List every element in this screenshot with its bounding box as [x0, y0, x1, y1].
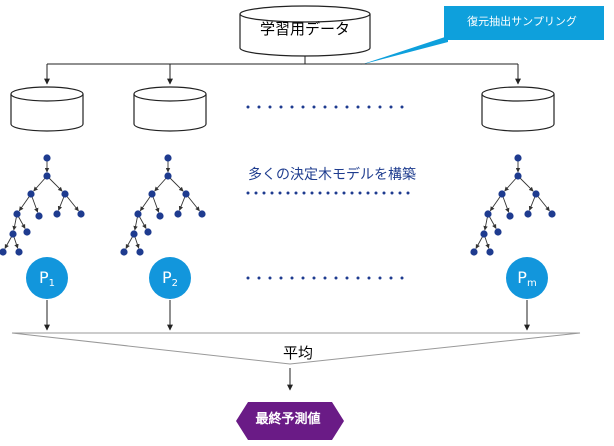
prediction-circle-1 [26, 257, 68, 299]
bootstrap-sample-2 [133, 86, 207, 132]
build-models-label: 多くの決定木モデルを構築 [248, 167, 416, 183]
decision-tree-2 [120, 154, 206, 256]
sampling-callout [360, 6, 604, 65]
average-funnel [11, 332, 581, 391]
prediction-circle-2 [149, 257, 191, 299]
prediction-arrows [44, 300, 530, 331]
branch-connectors [44, 56, 521, 85]
dots-row-predictions [246, 276, 404, 280]
sampling-callout-label: 復元抽出サンプリング [467, 15, 577, 28]
prediction-label-2: P2 [161, 268, 179, 289]
prediction-circles [26, 257, 548, 299]
decision-tree-m [470, 154, 556, 256]
ellipsis-dots [246, 105, 410, 280]
bootstrap-sample-1 [10, 86, 84, 132]
bootstrap-sample-m [481, 86, 555, 132]
decision-tree-1 [0, 154, 85, 256]
average-label: 平均 [282, 344, 313, 362]
dots-row-samples [246, 105, 404, 109]
training-data-cylinder [239, 5, 371, 57]
training-data-label: 学習用データ [259, 20, 350, 38]
prediction-label-m: Pm [517, 268, 537, 289]
final-prediction-label: 最終予測値 [255, 412, 321, 427]
final-prediction-hexagon [236, 402, 344, 440]
prediction-circle-m [506, 257, 548, 299]
decision-trees [0, 154, 556, 256]
dots-row-models [246, 191, 410, 195]
bootstrap-samples [10, 86, 555, 132]
prediction-label-1: P1 [38, 268, 56, 289]
